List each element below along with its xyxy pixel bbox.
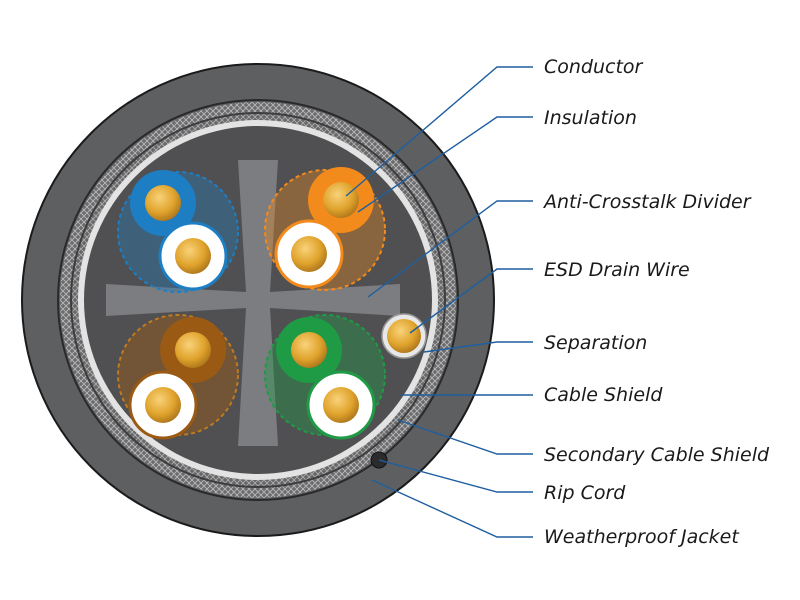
pair-green-conductor	[291, 332, 327, 368]
pair-brown	[117, 314, 239, 440]
pair-green	[264, 314, 386, 440]
label-insulation: Insulation	[544, 107, 637, 129]
esd-drain-wire	[387, 319, 421, 353]
leader-secondary-cable-shield	[397, 419, 533, 455]
leader-separation	[423, 341, 533, 353]
leader-conductor	[345, 66, 533, 197]
pair-brown-stripe-conductor	[145, 387, 181, 423]
pair-brown-conductor	[175, 332, 211, 368]
leader-rip-cord	[378, 459, 533, 493]
pair-orange-conductor	[323, 182, 359, 218]
pair-blue	[117, 170, 239, 293]
label-weatherproof-jacket: Weatherproof Jacket	[544, 526, 740, 548]
jacket-inner-edge	[57, 99, 459, 501]
leader-insulation	[357, 116, 533, 213]
pair-green-stripe-conductor	[323, 387, 359, 423]
label-conductor: Conductor	[544, 56, 644, 78]
leader-anti-crosstalk-divider	[367, 200, 533, 298]
leader-esd-drain-wire	[409, 268, 533, 334]
label-rip-cord: Rip Cord	[544, 482, 626, 504]
label-separation: Separation	[544, 332, 647, 354]
anti-crosstalk-divider	[106, 160, 400, 446]
leader-weatherproof-jacket	[371, 479, 533, 538]
pair-orange	[264, 167, 386, 291]
label-anti-crosstalk-divider: Anti-Crosstalk Divider	[542, 191, 752, 213]
pair-orange-stripe-conductor	[291, 236, 327, 272]
pair-blue-conductor	[145, 185, 181, 221]
label-esd-drain-wire: ESD Drain Wire	[544, 259, 690, 281]
pair-blue-stripe-conductor	[175, 238, 211, 274]
label-secondary-cable-shield: Secondary Cable Shield	[544, 444, 770, 466]
label-cable-shield: Cable Shield	[544, 384, 663, 406]
